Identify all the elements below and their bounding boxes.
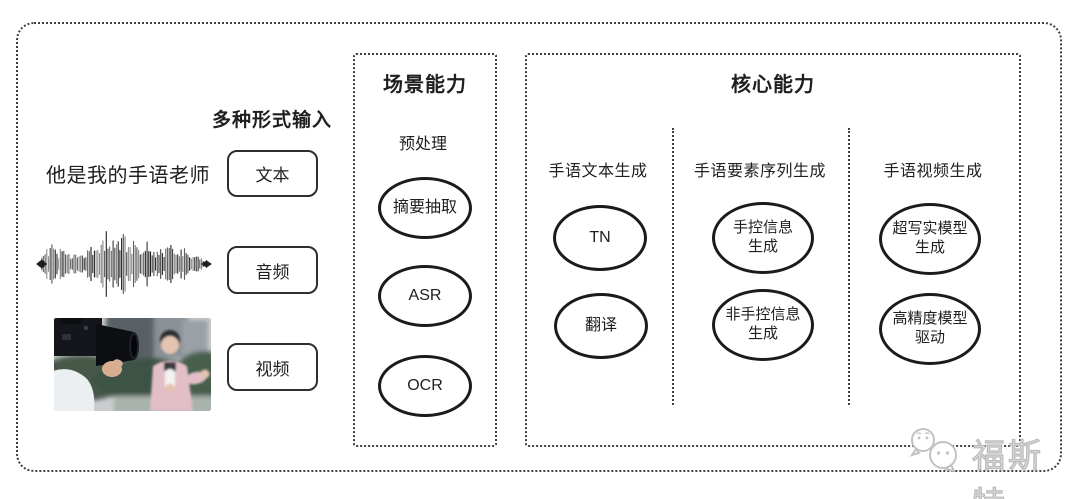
node-label: 生成 bbox=[914, 239, 945, 256]
node-label: 生成 bbox=[747, 325, 778, 342]
node-translation: 翻译 bbox=[554, 293, 648, 359]
column-header-sign-element-sequence-generation: 手语要素序列生成 bbox=[693, 163, 826, 180]
column-divider bbox=[672, 128, 674, 405]
preprocess-label: 预处理 bbox=[398, 136, 447, 153]
watermark: 福斯特 bbox=[906, 425, 1076, 499]
node-label: 翻译 bbox=[584, 317, 617, 334]
node-label: 超写实模型 bbox=[892, 220, 968, 238]
node-label: ASR bbox=[408, 287, 442, 304]
input-forms-label: 多种形式输入 bbox=[211, 110, 332, 131]
node-label: OCR bbox=[407, 377, 443, 394]
text-input-node: 文本 bbox=[227, 150, 318, 197]
node-manual-info-generation: 手控信息 生成 bbox=[712, 202, 814, 274]
watermark-logo-icon bbox=[909, 428, 957, 473]
node-asr: ASR bbox=[378, 265, 472, 327]
text-input-label: 文本 bbox=[255, 166, 290, 185]
core-capability-title: 核心能力 bbox=[731, 74, 815, 96]
node-tn: TN bbox=[553, 205, 647, 271]
node-non-manual-info-generation: 非手控信息 生成 bbox=[712, 289, 814, 361]
node-label: 驱动 bbox=[914, 329, 945, 346]
node-label: TN bbox=[589, 229, 611, 246]
reporter-photo bbox=[54, 318, 211, 411]
video-input-label: 视频 bbox=[255, 359, 290, 379]
node-label: 手控信息 bbox=[732, 219, 793, 237]
node-label: 生成 bbox=[747, 238, 778, 255]
scene-capability-title: 场景能力 bbox=[383, 74, 467, 96]
sample-sentence-text: 他是我的手语老师 bbox=[46, 165, 210, 187]
node-hyperrealistic-model-generation: 超写实模型 生成 bbox=[879, 203, 981, 275]
audio-input-node: 音频 bbox=[227, 246, 318, 294]
node-label: 非手控信息 bbox=[725, 306, 801, 324]
column-header-sign-video-generation: 手语视频生成 bbox=[883, 163, 983, 180]
node-summary-extraction: 摘要抽取 bbox=[378, 177, 472, 239]
video-input-node: 视频 bbox=[227, 343, 318, 391]
node-label: 高精度模型 bbox=[892, 310, 968, 328]
watermark-brand-text: 福斯特 bbox=[971, 436, 1044, 499]
audio-input-label: 音频 bbox=[255, 262, 290, 282]
diagram-outer-frame bbox=[16, 22, 1062, 472]
column-header-sign-text-generation: 手语文本生成 bbox=[548, 163, 648, 180]
node-high-precision-model-drive: 高精度模型 驱动 bbox=[879, 293, 981, 365]
node-ocr: OCR bbox=[378, 355, 472, 417]
audio-waveform-image bbox=[36, 231, 212, 297]
node-label: 摘要抽取 bbox=[392, 199, 457, 216]
column-divider bbox=[848, 128, 850, 405]
